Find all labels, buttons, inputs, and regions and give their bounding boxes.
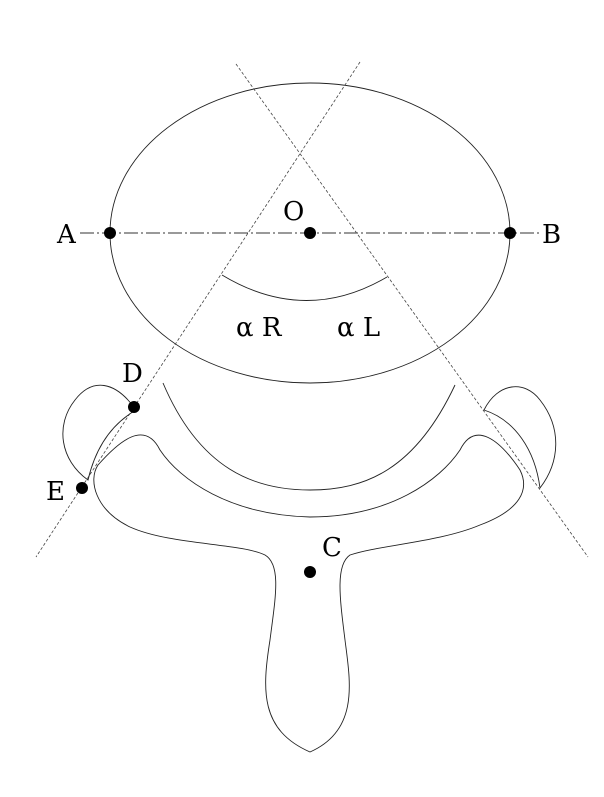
line-right-diagonal (35, 61, 361, 558)
inner-canal-arc (162, 382, 456, 491)
point-a (104, 227, 116, 239)
label-d: D (122, 359, 143, 389)
lower-body-outline (93, 434, 524, 753)
label-alpha-l: α L (337, 313, 380, 343)
right-lobe-outline (483, 386, 557, 490)
label-e: E (46, 477, 65, 507)
label-alpha-r: α R (236, 313, 283, 343)
label-a: A (56, 220, 77, 250)
line-left-diagonal (235, 63, 589, 558)
point-c (304, 566, 316, 578)
label-b: B (542, 220, 561, 250)
label-c: C (322, 533, 342, 563)
left-lobe-outline (62, 384, 137, 481)
point-e (76, 482, 88, 494)
point-d (128, 401, 140, 413)
point-o (304, 227, 316, 239)
point-b (504, 227, 516, 239)
label-o: O (283, 197, 304, 227)
angle-arc (221, 274, 388, 301)
